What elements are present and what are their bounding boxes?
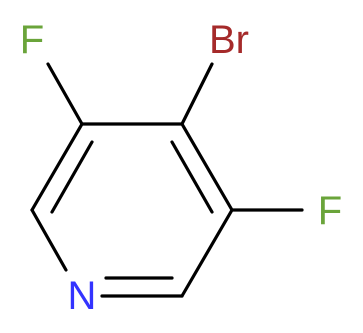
bond-c2-c3 bbox=[30, 122, 84, 212]
atom-br: Br bbox=[209, 18, 249, 62]
bond-c4-c5 bbox=[180, 122, 234, 212]
bond-c3-f bbox=[46, 62, 84, 126]
bond-n-c2 bbox=[30, 208, 68, 272]
bond-c5-c6 bbox=[180, 208, 234, 298]
bond-c2-c3-inner bbox=[50, 140, 94, 214]
atom-n: N bbox=[68, 274, 97, 318]
atom-f-right: F bbox=[318, 189, 342, 233]
atom-f-top-left: F bbox=[20, 18, 44, 62]
bond-c4-c5-inner bbox=[170, 140, 214, 214]
bond-c4-br bbox=[180, 62, 214, 126]
